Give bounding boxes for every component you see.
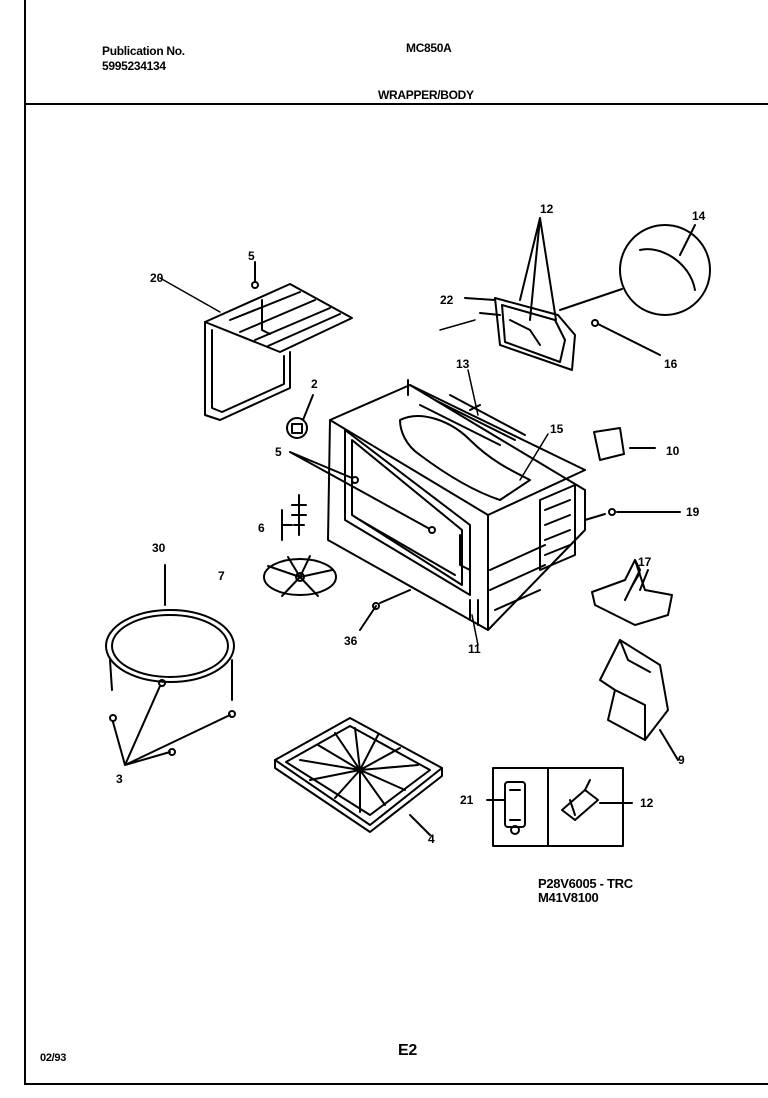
callout-21: 21	[460, 793, 474, 807]
section-title: WRAPPER/BODY	[378, 88, 474, 102]
callout-9: 9	[678, 753, 685, 767]
callout-11: 11	[468, 642, 481, 656]
callout-22: 22	[440, 293, 454, 307]
screw-top	[251, 261, 259, 289]
callout-13: 13	[456, 357, 470, 371]
screw-19	[584, 508, 681, 521]
frame-left-border	[24, 0, 26, 1085]
frame-bottom-border	[24, 1083, 768, 1085]
callout-4: 4	[428, 832, 435, 846]
callout-12-inset: 12	[640, 796, 654, 810]
callout-19: 19	[686, 505, 700, 519]
callout-30: 30	[152, 541, 166, 555]
callout-7: 7	[218, 569, 225, 583]
callout-5-body: 5	[275, 445, 282, 459]
mounting-bracket	[599, 639, 679, 761]
callout-14: 14	[692, 209, 706, 223]
round-switch-part	[286, 394, 314, 439]
callout-2: 2	[311, 377, 318, 391]
body-screws	[289, 451, 436, 534]
callout-5-top: 5	[248, 249, 255, 263]
publication-label: Publication No.	[102, 44, 185, 58]
cover-plate	[593, 427, 656, 461]
reference-code-2: M41V8100	[538, 890, 599, 905]
callout-6: 6	[258, 521, 265, 535]
detail-circle	[559, 224, 711, 316]
page-number: E2	[398, 1042, 417, 1059]
screw-36	[359, 589, 411, 631]
turntable-ring	[105, 564, 235, 701]
model-number: MC850A	[406, 41, 452, 55]
fan-hardware	[281, 494, 307, 541]
callout-15: 15	[550, 422, 564, 436]
grease-tray	[274, 717, 443, 836]
air-duct	[591, 559, 673, 626]
inset-box	[486, 767, 633, 847]
control-bracket	[464, 217, 576, 371]
revision-date: 02/93	[40, 1052, 67, 1064]
callout-3: 3	[116, 772, 123, 786]
callout-16: 16	[664, 357, 678, 371]
callout-17: 17	[638, 555, 652, 569]
roller-pins	[109, 685, 236, 766]
reference-code-1: P28V6005 - TRC	[538, 876, 633, 891]
callout-12-top: 12	[540, 202, 554, 216]
callout-10: 10	[666, 444, 680, 458]
main-body-cabinet	[327, 379, 586, 631]
publication-number: 5995234134	[102, 59, 166, 73]
leader-lines	[159, 277, 641, 646]
top-cover-bracket	[204, 283, 353, 421]
screw-16	[591, 319, 661, 356]
callout-36: 36	[344, 634, 358, 648]
fan-blade	[263, 555, 337, 597]
callout-20: 20	[150, 271, 164, 285]
header-divider	[24, 103, 768, 105]
